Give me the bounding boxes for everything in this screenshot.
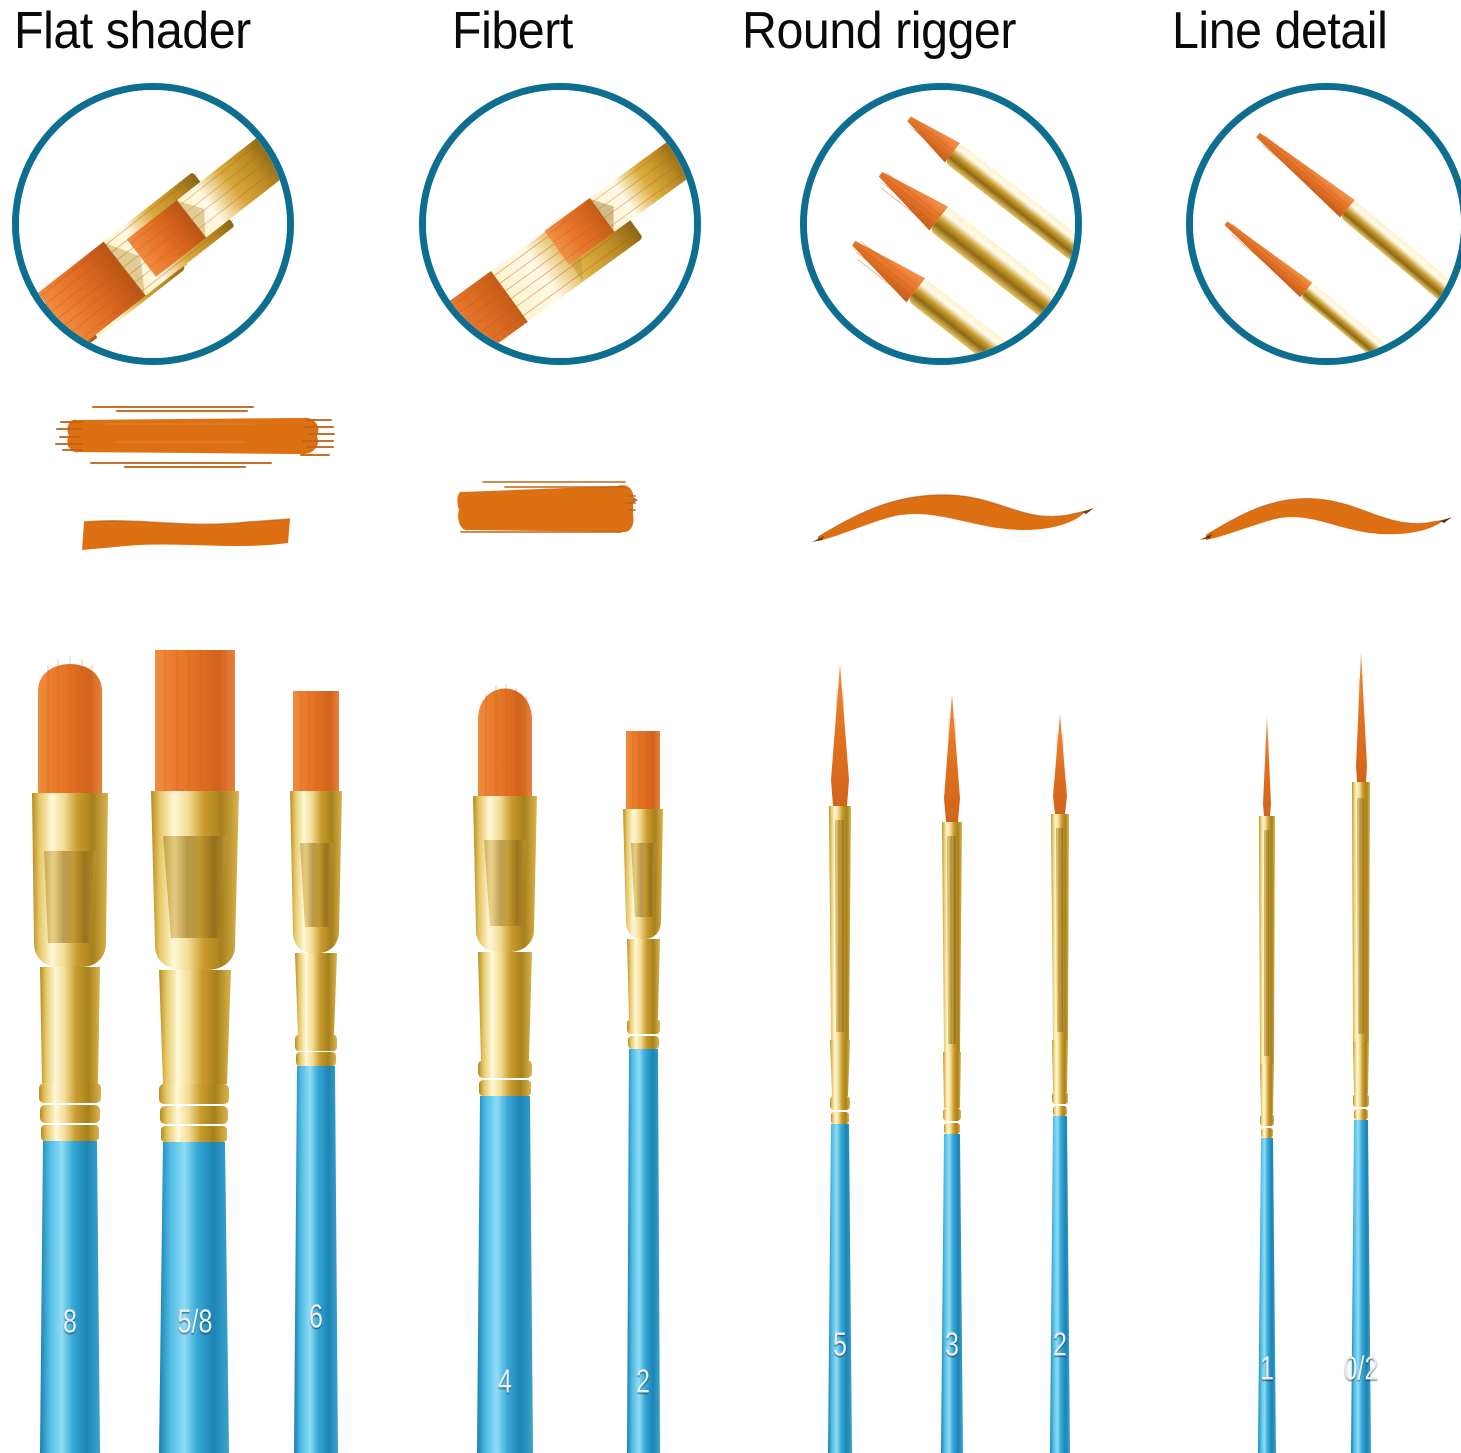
group-title-text: Fibert (452, 2, 573, 60)
swatch-dry-brush-block-flat-shader (54, 398, 336, 473)
brush-flat-shader-8: 8 (22, 643, 118, 1453)
swatch-thin-s-curve-line-detail (1200, 485, 1455, 551)
group-title-text: Round rigger (742, 2, 1017, 60)
brush-line-detail-0-2: 0/2 (1340, 648, 1382, 1453)
brush-line-detail-1: 1 (1248, 712, 1286, 1453)
brush-round-rigger-5: 5 (816, 660, 864, 1453)
inset-circle-filbert (419, 83, 701, 365)
group-title-filbert: Fibert (452, 0, 582, 62)
inset-circle-line-detail (1186, 83, 1461, 365)
swatch-flat-ribbon-flat-shader (78, 513, 293, 558)
group-title-flat-shader: Flat shader (14, 0, 269, 62)
brush-filbert-4: 4 (464, 668, 546, 1453)
group-title-text: Line detail (1172, 2, 1388, 60)
inset-circle-flat-shader (12, 83, 294, 365)
brush-flat-shader-6: 6 (283, 683, 349, 1453)
swatch-s-curve-round-rigger (810, 475, 1100, 555)
inset-circle-round-rigger (800, 83, 1082, 365)
brush-flat-shader-5-8: 5/8 (143, 636, 247, 1453)
group-title-line-detail: Line detail (1172, 0, 1404, 62)
group-title-text: Flat shader (14, 2, 251, 60)
swatch-solid-block-filbert (455, 472, 655, 550)
brush-round-rigger-2: 2 (1040, 710, 1080, 1453)
group-title-round-rigger: Round rigger (742, 0, 1037, 62)
brush-filbert-2: 2 (614, 725, 672, 1453)
brush-round-rigger-3: 3 (930, 690, 974, 1453)
